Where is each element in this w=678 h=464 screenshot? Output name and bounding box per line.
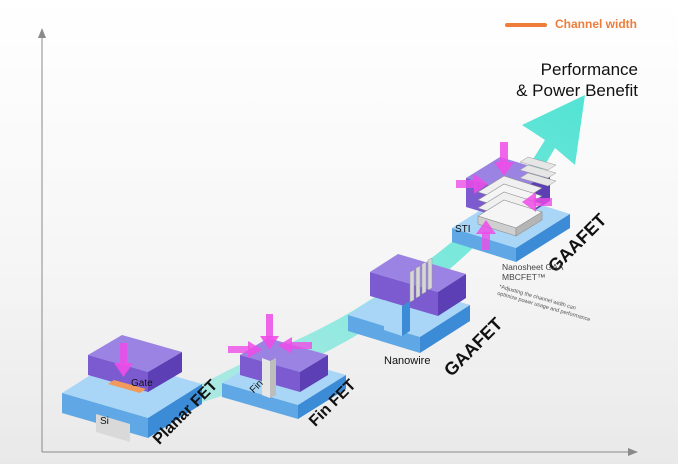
- axes: [38, 28, 638, 456]
- gate-label: Gate: [131, 378, 153, 389]
- si-label: Si: [100, 416, 109, 427]
- nanosheet-gaafet-device: [452, 142, 570, 262]
- progress-arrow: [130, 95, 585, 420]
- headline-line-2: & Power Benefit: [516, 81, 638, 100]
- sti-label: STI: [455, 224, 471, 235]
- nanowire-gaafet-device: [348, 254, 470, 353]
- nanowire-label: Nanowire: [384, 355, 431, 367]
- planar-fet-device: [62, 335, 202, 442]
- nanosheet-gaa-label: Nanosheet GAA: [502, 262, 564, 272]
- finfet-device: [222, 314, 346, 419]
- channel-width-legend-swatch: [505, 23, 547, 27]
- channel-width-legend-label: Channel width: [555, 17, 637, 31]
- mbcfet-label: MBCFET™: [502, 272, 546, 282]
- headline-line-1: Performance: [540, 60, 638, 79]
